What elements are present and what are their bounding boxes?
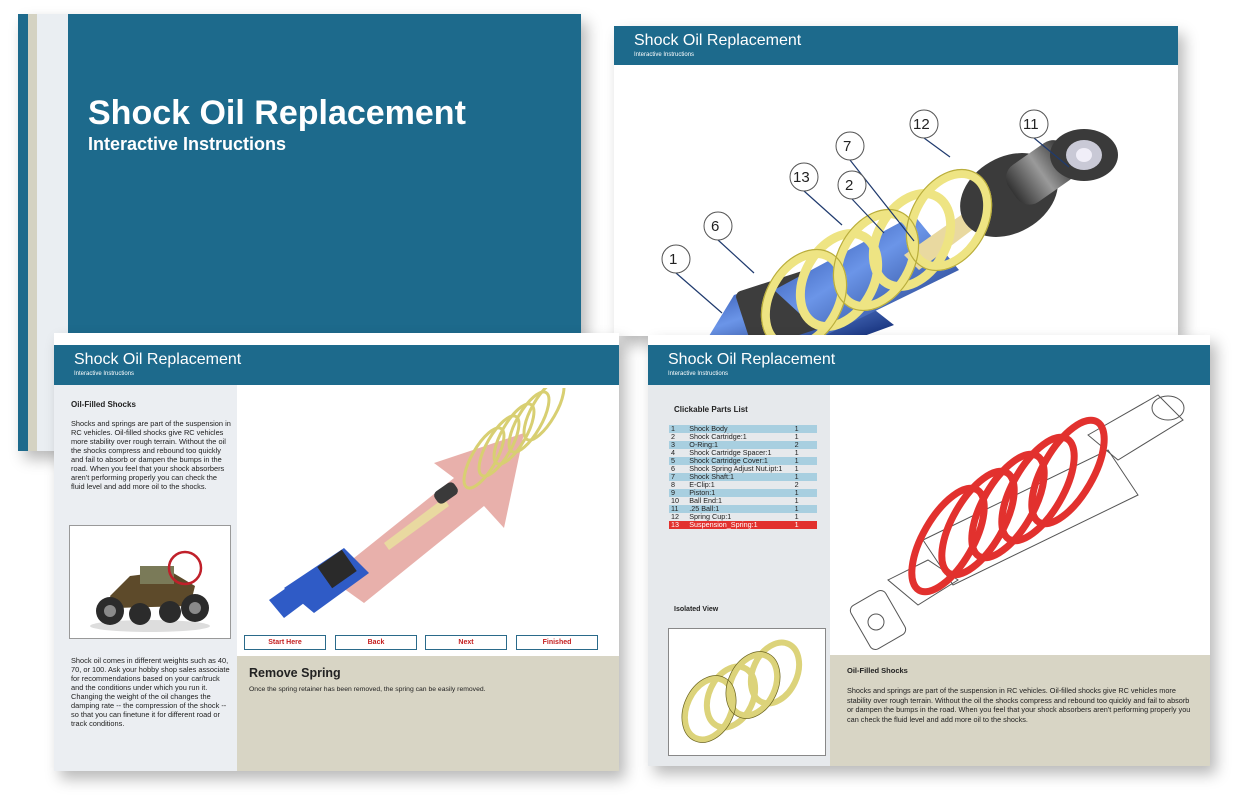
- part-name: .25 Ball:1: [687, 505, 793, 513]
- callout-7[interactable]: 7: [843, 138, 852, 155]
- part-number: 3: [669, 441, 688, 449]
- slide-header: Shock Oil Replacement Interactive Instru…: [54, 345, 619, 385]
- part-number: 4: [671, 448, 675, 457]
- part-number: 7: [669, 473, 688, 481]
- slide-header: Shock Oil Replacement Interactive Instru…: [614, 26, 1178, 65]
- slide-subtitle: Interactive Instructions: [668, 371, 729, 377]
- part-name: Shock Spring Adjust Nut.ipt:1: [689, 464, 783, 473]
- isolated-view-heading: Isolated View: [674, 606, 719, 613]
- part-qty: 1: [792, 473, 817, 481]
- step-description: Once the spring retainer has been remove…: [249, 686, 486, 693]
- part-qty: 1: [794, 512, 799, 521]
- part-qty: 2: [792, 441, 817, 449]
- part-name: Shock Shaft:1: [687, 473, 793, 481]
- part-name: Shock Cartridge:1: [689, 432, 747, 441]
- step-title: Remove Spring: [249, 666, 341, 680]
- rc-car-photo: [69, 525, 231, 639]
- part-name: E-Clip:1: [689, 480, 715, 489]
- part-name: Shock Cartridge Cover:1: [687, 457, 793, 465]
- next-button[interactable]: Next: [425, 635, 507, 650]
- slide-subtitle: Interactive Instructions: [74, 371, 135, 377]
- slide-title: Shock Oil Replacement: [668, 351, 836, 368]
- section-heading: Oil-Filled Shocks: [847, 666, 908, 675]
- callout-2[interactable]: 2: [845, 177, 854, 194]
- part-qty: 1: [792, 457, 817, 465]
- part-qty: 1: [794, 464, 799, 473]
- parts-list-row[interactable]: 6 Shock Spring Adjust Nut.ipt:1 1: [669, 465, 817, 473]
- part-qty: 1: [794, 448, 799, 457]
- back-button[interactable]: Back: [335, 635, 417, 650]
- cover-stripe-tan: [28, 14, 37, 451]
- cover-title: Shock Oil Replacement: [88, 94, 466, 132]
- slide-title: Shock Oil Replacement: [74, 351, 242, 368]
- callout-12[interactable]: 12: [913, 116, 930, 133]
- part-number: 9: [669, 489, 688, 497]
- callout-11[interactable]: 11: [1023, 116, 1039, 133]
- oil-weight-paragraph: Shock oil comes in different weights suc…: [71, 656, 230, 728]
- description-panel: [830, 655, 1210, 766]
- slide-header: Shock Oil Replacement Interactive Instru…: [648, 345, 1210, 385]
- intro-paragraph: Shocks and springs are part of the suspe…: [71, 419, 231, 491]
- part-name: Ball End:1: [689, 496, 722, 505]
- part-number: 12: [671, 512, 679, 521]
- part-number: 13: [669, 521, 688, 529]
- part-qty: 2: [794, 480, 799, 489]
- part-qty: 1: [794, 432, 799, 441]
- parts-list-row[interactable]: 8 E-Clip:1 2: [669, 481, 817, 489]
- parts-list-row[interactable]: 2 Shock Cartridge:1 1: [669, 433, 817, 441]
- part-name: Piston:1: [687, 489, 793, 497]
- parts-slide: Shock Oil Replacement Interactive Instru…: [648, 335, 1210, 766]
- callout-13[interactable]: 13: [793, 169, 810, 186]
- part-qty: 1: [792, 505, 817, 513]
- part-name: O-Ring:1: [687, 441, 793, 449]
- isolated-view: [668, 628, 826, 756]
- part-number: 5: [669, 457, 688, 465]
- part-number: 2: [671, 432, 675, 441]
- callout-1[interactable]: 1: [669, 251, 678, 268]
- parts-list-row[interactable]: 10 Ball End:1 1: [669, 497, 817, 505]
- part-number: 10: [671, 496, 679, 505]
- part-qty: 1: [792, 489, 817, 497]
- parts-list-row[interactable]: 12 Spring Cup:1 1: [669, 513, 817, 521]
- part-number: 8: [671, 480, 675, 489]
- callout-slide: Shock Oil Replacement Interactive Instru…: [614, 26, 1178, 336]
- cover-subtitle: Interactive Instructions: [88, 134, 287, 154]
- part-name: Shock Cartridge Spacer:1: [689, 448, 772, 457]
- part-qty: 1: [792, 425, 817, 433]
- part-name: Spring Cup:1: [689, 512, 732, 521]
- part-name: Shock Body: [687, 425, 793, 433]
- part-number: 11: [669, 505, 688, 513]
- slide-title: Shock Oil Replacement: [634, 32, 802, 49]
- part-number: 6: [671, 464, 675, 473]
- shock-assembly-illustration[interactable]: [614, 65, 1178, 336]
- step-slide: Shock Oil Replacement Interactive Instru…: [54, 333, 619, 771]
- finished-button[interactable]: Finished: [516, 635, 598, 650]
- parts-list-heading: Clickable Parts List: [674, 405, 748, 414]
- spring-removal-illustration[interactable]: [244, 388, 614, 638]
- part-qty: 1: [792, 521, 817, 529]
- parts-list-row[interactable]: 4 Shock Cartridge Spacer:1 1: [669, 449, 817, 457]
- section-heading: Oil-Filled Shocks: [71, 400, 136, 409]
- cover-stripe-blue: [18, 14, 28, 451]
- description-paragraph: Shocks and springs are part of the suspe…: [847, 686, 1191, 724]
- part-qty: 1: [794, 496, 799, 505]
- step-panel: [237, 656, 619, 771]
- part-name: Suspension_Spring:1: [687, 521, 793, 529]
- slide-subtitle: Interactive Instructions: [634, 52, 695, 58]
- start-here-button[interactable]: Start Here: [244, 635, 326, 650]
- shock-wireframe-view[interactable]: [838, 390, 1208, 655]
- callout-6[interactable]: 6: [711, 218, 720, 235]
- part-number: 1: [669, 425, 688, 433]
